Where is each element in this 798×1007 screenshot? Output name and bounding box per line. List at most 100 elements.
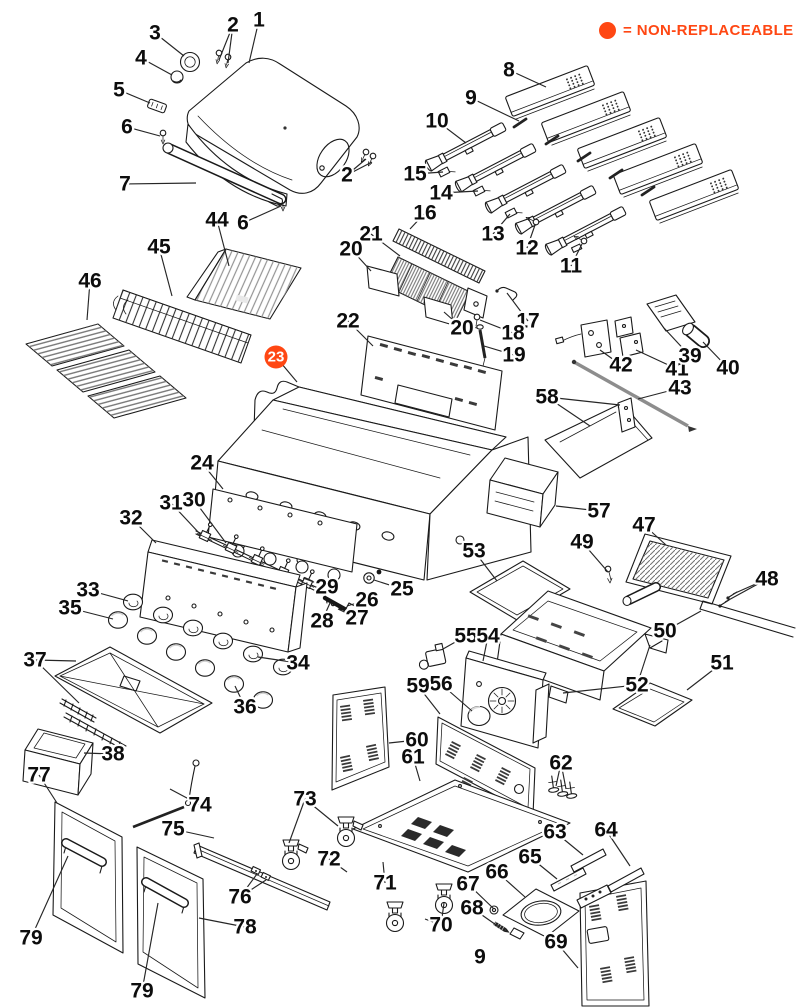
rear-panel-69 (579, 880, 650, 1007)
door-handle-79b (141, 877, 189, 908)
legend: = NON-REPLACEABLE (599, 22, 794, 39)
callout-63-65: 63 (543, 821, 566, 844)
callout-78-81: 78 (233, 916, 257, 939)
legend-text: = NON-REPLACEABLE (623, 22, 794, 39)
lid-handle (162, 142, 287, 207)
callout-35-41: 35 (58, 597, 82, 620)
door-right-78 (136, 846, 206, 999)
callout-9-13: 9 (465, 87, 477, 110)
callout-48-54: 48 (755, 568, 779, 591)
callout-7-6: 7 (119, 173, 131, 196)
clips-76 (250, 865, 272, 881)
callout-32-39: 32 (119, 507, 142, 530)
callout-72-75: 72 (317, 848, 340, 871)
callout-70-73: 70 (429, 914, 452, 937)
side-panel-60 (331, 686, 390, 791)
callout-19-27: 19 (502, 344, 525, 367)
callout-44-8: 44 (205, 209, 229, 232)
knob-56 (467, 705, 491, 727)
callout-6-5: 6 (121, 116, 133, 139)
callout-59-61: 59 (406, 675, 429, 698)
callout-56-60: 56 (429, 673, 452, 696)
logo-plate (147, 98, 167, 114)
callout-69-72: 69 (544, 931, 567, 954)
callout-58-34: 58 (535, 386, 559, 409)
callout-36-48: 36 (233, 696, 256, 719)
callout-74-77: 74 (188, 794, 212, 817)
callout-66-68: 66 (485, 861, 508, 884)
box-57 (486, 457, 559, 528)
spit-rod-43 (571, 359, 697, 432)
levelers-62 (546, 774, 578, 800)
callout-42-29: 42 (609, 354, 632, 377)
callout-50-55: 50 (653, 620, 676, 643)
callout-5-4: 5 (113, 79, 125, 102)
callout-75-78: 75 (161, 818, 185, 841)
callout-73-76: 73 (293, 788, 316, 811)
cap-67 (489, 905, 499, 915)
callout-13-17: 13 (481, 223, 504, 246)
callout-79-83: 79 (130, 980, 153, 1003)
door-handle-79 (61, 838, 107, 867)
callout-53-51: 53 (462, 540, 485, 563)
casters-73 (281, 816, 364, 871)
igniter-parts-17-19 (472, 286, 518, 367)
callout-61-63: 61 (401, 746, 425, 769)
side-burner-tub (496, 590, 652, 701)
control-panel-32 (139, 539, 308, 653)
brackets-52 (548, 633, 669, 704)
callout-18-26: 18 (501, 322, 525, 345)
callout-23-28: 23 (268, 349, 285, 366)
wire-74 (132, 759, 200, 829)
callout-33-40: 33 (76, 579, 99, 602)
callout-8-12: 8 (503, 59, 515, 82)
callout-14-16: 14 (429, 182, 453, 205)
callout-47-52: 47 (632, 514, 655, 537)
heat-plates-8 (504, 64, 741, 225)
callout-17-25: 17 (516, 310, 539, 333)
screw-68 (493, 921, 510, 933)
lid-assembly (147, 49, 378, 212)
callout-57-35: 57 (587, 500, 610, 523)
motor-cap-40 (682, 322, 710, 348)
callout-28-46: 28 (310, 610, 334, 633)
door-left-77 (52, 801, 124, 954)
grease-tray-37 (54, 646, 213, 751)
cooking-grates-46 (25, 323, 187, 419)
tray-51 (612, 682, 693, 727)
callout-26-44: 26 (355, 589, 378, 612)
callout-25-43: 25 (390, 578, 414, 601)
highlight-dot (264, 345, 288, 369)
grease-cup-38 (22, 728, 94, 796)
callout-71-74: 71 (373, 872, 397, 895)
screw-49 (604, 565, 613, 584)
callout-21-21: 21 (359, 223, 383, 246)
callout-24-36: 24 (190, 452, 214, 475)
callout-52-57: 52 (625, 674, 648, 697)
lid-ring (179, 51, 201, 73)
callout-64-66: 64 (594, 819, 618, 842)
callout-37-49: 37 (23, 649, 46, 672)
back-panel-22 (360, 335, 503, 431)
porcelain-grate-44 (186, 248, 302, 320)
callout-27-45: 27 (345, 607, 368, 630)
callout-67-69: 67 (456, 873, 479, 896)
callout-55-58: 55 (454, 625, 478, 648)
callout-65-67: 65 (518, 846, 542, 869)
callout-46-11: 46 (78, 270, 101, 293)
callout-9-71: 9 (474, 946, 486, 969)
callout-16-20: 16 (413, 202, 436, 225)
callout-12-18: 12 (515, 237, 538, 260)
callout-4-3: 4 (135, 47, 147, 70)
callout-62-64: 62 (549, 752, 572, 775)
drip-tray-58 (544, 397, 653, 479)
non-replaceable-dot-icon (599, 22, 616, 39)
callout-41-30: 41 (665, 358, 689, 381)
warming-rack-45 (112, 289, 252, 364)
callout-29-42: 29 (315, 576, 338, 599)
ignition-module-42 (555, 319, 612, 358)
rails-50 (699, 600, 796, 638)
callout-39-31: 39 (678, 345, 701, 368)
